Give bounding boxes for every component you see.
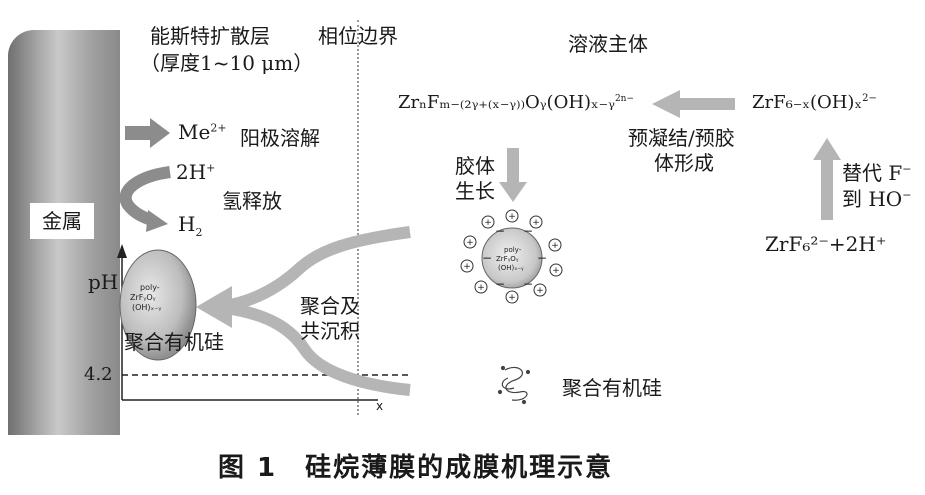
figure-caption: 图 1 硅烷薄膜的成膜机理示意	[218, 447, 613, 484]
precondensation-label-2: 体形成	[654, 147, 714, 176]
h2-label: H2	[178, 212, 202, 239]
svg-text:(OH)ₓ₋ᵧ: (OH)ₓ₋ᵧ	[498, 264, 524, 272]
substitution-arrow	[813, 138, 841, 220]
svg-text:+: +	[552, 266, 560, 276]
colloid-growth-arrow	[499, 148, 527, 202]
substitution-label-1: 替代 F−	[842, 157, 911, 186]
svg-text:+: +	[532, 218, 540, 228]
svg-text:+: +	[463, 262, 471, 272]
svg-text:−: −	[482, 251, 492, 265]
svg-text:(OH)ₓ₋ᵧ: (OH)ₓ₋ᵧ	[132, 303, 161, 312]
two-h-plus-label: 2H+	[176, 160, 215, 184]
thickness-label: （厚度1~10 μm）	[140, 47, 313, 76]
x-axis-label: x	[376, 399, 383, 413]
coprecipitation-label: 共沉积	[300, 315, 360, 344]
zrf6-reaction-formula: ZrF₆²⁻+2H⁺	[765, 232, 886, 256]
svg-text:−: −	[495, 224, 505, 238]
svg-text:ZrFᵧOᵧ: ZrFᵧOᵧ	[496, 255, 519, 263]
svg-text:−: −	[495, 277, 505, 291]
svg-text:+: +	[466, 238, 474, 248]
svg-text:poly-: poly-	[140, 283, 160, 292]
ph-value-label: 4.2	[84, 364, 113, 385]
zr-complex-formula: ZrₙFₘ₋₍₂ᵧ₊₍ₓ₋ᵧ₎₎Oᵧ(OH)ₓ₋ᵧ2n−	[398, 92, 634, 113]
svg-text:+: +	[551, 241, 559, 251]
ph-label: pH	[88, 270, 118, 294]
svg-text:−: −	[537, 251, 547, 265]
svg-text:+: +	[536, 286, 544, 296]
substitution-label-2: 到 HO−	[842, 183, 911, 212]
polymer-squiggle-icon	[499, 367, 530, 404]
colloid-growth-label-2: 生长	[455, 175, 495, 204]
polymer-si-right-label: 聚合有机硅	[562, 372, 662, 401]
hydrogen-release-label: 氢释放	[222, 185, 282, 214]
nernst-layer-label: 能斯特扩散层	[150, 20, 270, 49]
svg-text:poly-: poly-	[504, 246, 522, 254]
ph-axis-arrow	[117, 244, 127, 258]
svg-text:−: −	[523, 277, 533, 291]
svg-text:+: +	[477, 283, 485, 293]
svg-text:+: +	[508, 293, 516, 303]
me-ion-label: Me2+	[178, 120, 227, 144]
precondensation-arrow	[652, 90, 735, 118]
deposition-arrowhead	[196, 286, 232, 328]
svg-text:+: +	[484, 218, 492, 228]
zrf-oh-formula: ZrF₆₋ₓ(OH)ₓ2−	[752, 92, 877, 113]
solution-bulk-label: 溶液主体	[568, 28, 648, 57]
svg-text:ZrFᵧOᵧ: ZrFᵧOᵧ	[130, 293, 156, 302]
svg-text:+: +	[508, 212, 516, 222]
polymer-si-left-label: 聚合有机硅	[124, 326, 224, 355]
phase-boundary-label: 相位边界	[318, 20, 398, 49]
anodic-dissolution-label: 阳极溶解	[240, 122, 320, 151]
anodic-arrow	[125, 118, 170, 148]
